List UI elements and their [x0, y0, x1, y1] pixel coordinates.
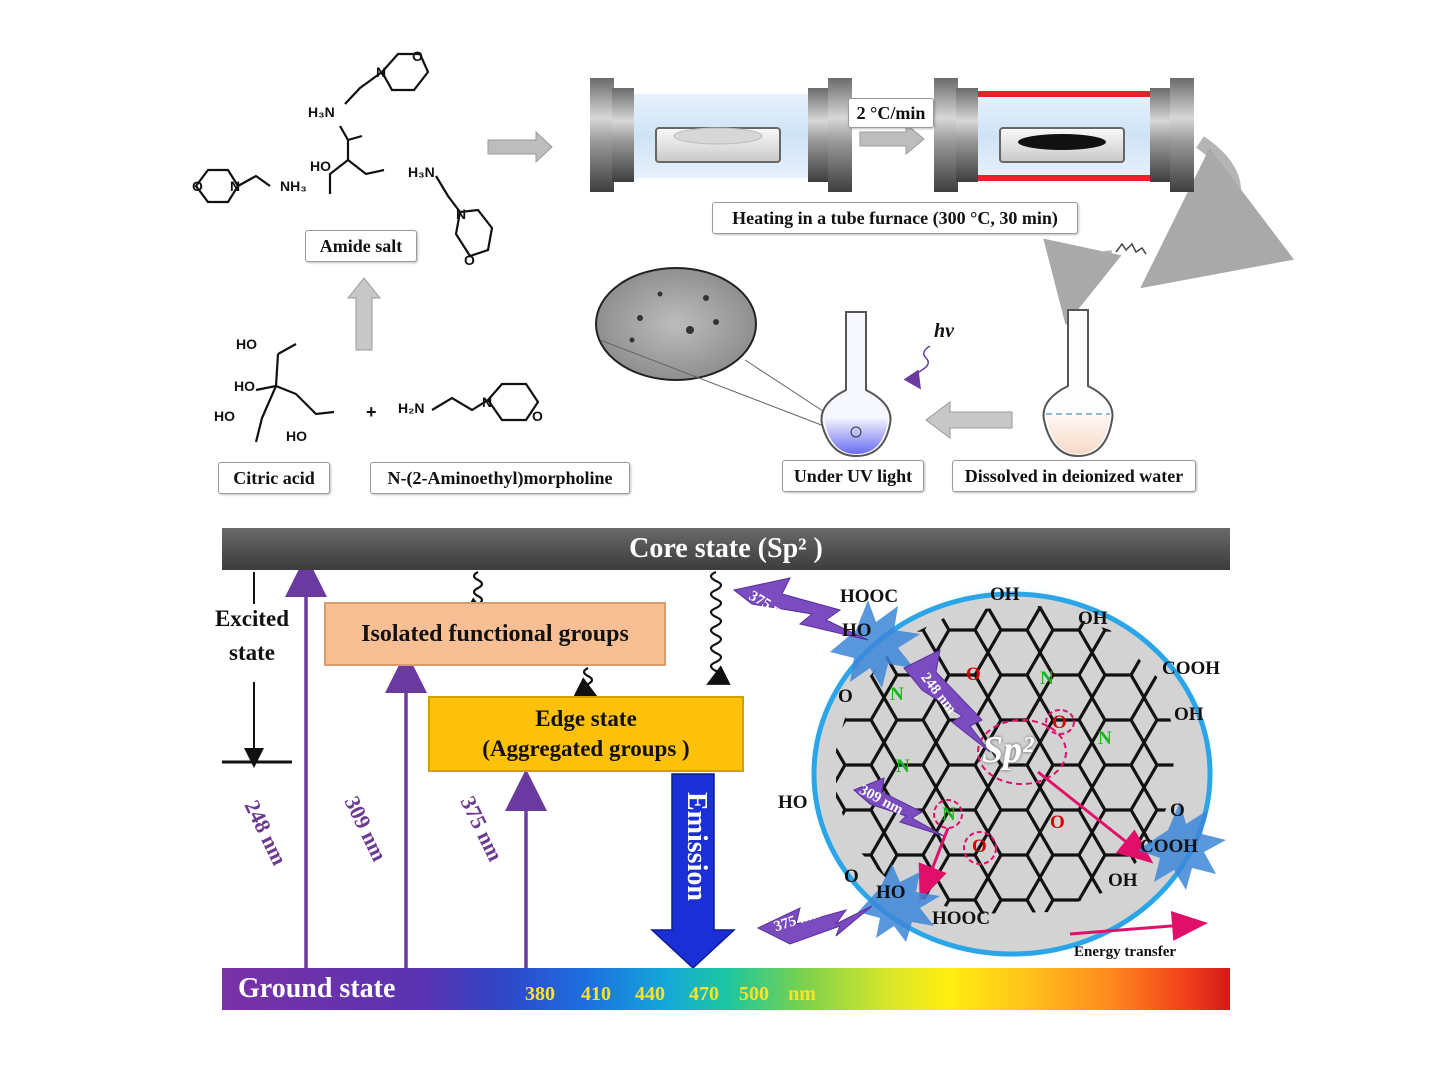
curved-arrow-right	[1140, 136, 1295, 289]
h3n-label-right: H₃N	[408, 164, 435, 180]
heating-rate-label: 2 °C/min	[848, 98, 934, 128]
n-label-top-morpholine: N	[376, 64, 387, 80]
tem-image	[595, 267, 853, 437]
dot-o-5: O	[1170, 800, 1185, 821]
hv-label: hv	[934, 320, 954, 342]
bolt-375-bottom	[756, 905, 873, 945]
bolt-248	[903, 649, 991, 753]
dot-oh-right: OH	[1078, 608, 1108, 629]
hv-wavy-arrow	[903, 345, 931, 390]
tick-unit-nm: nm	[788, 983, 816, 1005]
n-label-aminoethyl: N	[482, 394, 493, 410]
tick-440: 440	[635, 983, 665, 1005]
flask-water	[1042, 309, 1114, 458]
tick-470: 470	[689, 983, 719, 1005]
curved-arrow-small	[1043, 238, 1122, 326]
dot-oh-top: OH	[990, 584, 1020, 605]
dot-n-5: N	[942, 804, 956, 825]
edge-state-box: Edge state (Aggregated groups )	[428, 696, 744, 772]
dissolved-label: Dissolved in deionized water	[952, 460, 1196, 492]
citric-acid-structure	[254, 343, 335, 443]
excited-state-line2: state	[229, 640, 275, 665]
o-label-right-morpholine: O	[464, 252, 475, 268]
arrow-up-to-salt	[346, 277, 382, 351]
dot-cooh-right: COOH	[1162, 658, 1221, 679]
edge-state-line2: (Aggregated groups )	[482, 736, 690, 761]
dot-o-3: O	[1050, 812, 1065, 833]
dot-n-2: N	[1040, 668, 1054, 689]
dot-n-3: N	[1098, 728, 1112, 749]
ho-label-ca-4: HO	[286, 428, 307, 444]
o-label-top-morpholine: O	[412, 48, 423, 64]
flask-uv	[820, 311, 892, 458]
bolt-375-top	[732, 577, 869, 641]
n-label-left-morpholine: N	[230, 178, 241, 194]
h2n-label: H₂N	[398, 400, 425, 416]
plus-sign: +	[366, 402, 377, 422]
dot-oh-bottom: OH	[1108, 870, 1138, 891]
energy-transfer-arrow	[1069, 910, 1208, 941]
ho-label-ca-1: HO	[236, 336, 257, 352]
edge-state-line1: Edge state	[535, 706, 637, 732]
amide-salt-label: Amide salt	[305, 230, 417, 262]
dot-n-1: N	[890, 684, 904, 705]
excitation-bolts	[732, 577, 991, 945]
nh3-label-left: NH₃	[280, 178, 307, 194]
dot-hooc-top: HOOC	[840, 586, 899, 607]
ground-state-bar: Ground state	[222, 968, 1230, 1010]
functional-group-bursts	[830, 600, 1226, 942]
tick-380: 380	[525, 983, 555, 1005]
n-label-right-morpholine: N	[456, 206, 467, 222]
dot-cooh-bottom: COOH	[1140, 836, 1199, 857]
dot-o-1: O	[966, 664, 981, 685]
dot-o-2: O	[1052, 712, 1067, 733]
arrow-to-uv	[925, 401, 1013, 439]
tube-furnace-before	[590, 78, 852, 192]
o-label-left-morpholine: O	[192, 178, 203, 194]
aminoethyl-morpholine-structure	[431, 382, 540, 422]
ho-label-salt: HO	[310, 158, 331, 174]
sp2-label: Sp²	[982, 729, 1034, 771]
heating-label: Heating in a tube furnace (300 °C, 30 mi…	[712, 202, 1078, 234]
bolt-309	[853, 777, 945, 837]
dot-o-6: O	[844, 866, 859, 887]
o-label-aminoethyl: O	[532, 408, 543, 424]
excited-state-line1: Excited	[214, 606, 290, 631]
arrow-to-furnace	[487, 130, 553, 164]
ho-label-ca-3: HO	[214, 408, 235, 424]
arrow-between-tubes	[859, 122, 925, 156]
powder-particles	[1115, 242, 1147, 255]
dot-ho-left: HO	[778, 792, 808, 813]
ho-label-ca-2: HO	[234, 378, 255, 394]
emission-label: Emission	[681, 792, 712, 901]
dot-n-4: N	[896, 756, 910, 777]
citric-acid-label: Citric acid	[218, 462, 330, 494]
core-state-bar: Core state (Sp² )	[222, 528, 1230, 570]
carbon-dot	[800, 578, 1224, 970]
emission-arrow	[650, 773, 736, 970]
dot-ho-top: HO	[842, 620, 872, 641]
h3n-label-top: H₃N	[308, 104, 335, 120]
tube-furnace-heated	[934, 78, 1194, 192]
amide-salt-structure	[194, 52, 494, 258]
dot-hooc-bottom: HOOC	[932, 908, 991, 929]
isolated-groups-box: Isolated functional groups	[324, 602, 666, 666]
tick-500: 500	[739, 983, 769, 1005]
dot-o-7: O	[838, 686, 853, 707]
excited-state-arrow	[222, 572, 292, 768]
aminoethyl-morpholine-label: N-(2-Aminoethyl)morpholine	[370, 462, 630, 494]
dot-o-4: O	[972, 836, 987, 857]
excitation-arrows	[285, 555, 547, 968]
dot-ho-bottom: HO	[876, 882, 906, 903]
tick-410: 410	[581, 983, 611, 1005]
dot-oh-right-2: OH	[1174, 704, 1204, 725]
energy-transfer-label: Energy transfer	[1074, 944, 1177, 960]
uv-light-label: Under UV light	[782, 460, 924, 492]
